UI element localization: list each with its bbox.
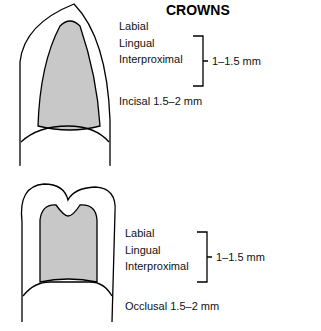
dimension-label: 1–1.5 mm bbox=[216, 251, 265, 264]
surface-label: Interproximal bbox=[119, 53, 183, 66]
molar-outline bbox=[21, 184, 115, 322]
surface-label: Lingual bbox=[119, 37, 154, 50]
incisor-margin bbox=[21, 126, 109, 142]
dimension-bracket bbox=[193, 36, 208, 86]
surface-label: Labial bbox=[125, 227, 154, 240]
dimension-bracket bbox=[197, 232, 212, 282]
molar-margin bbox=[23, 282, 112, 296]
diagram-title: CROWNS bbox=[166, 2, 230, 18]
surface-label: Lingual bbox=[125, 244, 160, 257]
incisor-preparation bbox=[38, 21, 100, 130]
surface-label: Interproximal bbox=[125, 260, 189, 273]
molar-preparation bbox=[40, 205, 97, 282]
dimension-label: Occlusal 1.5–2 mm bbox=[125, 300, 219, 313]
dimension-label: 1–1.5 mm bbox=[212, 55, 261, 68]
surface-label: Labial bbox=[119, 20, 148, 33]
dimension-label: Incisal 1.5–2 mm bbox=[119, 95, 202, 108]
incisor-outline bbox=[20, 4, 110, 166]
